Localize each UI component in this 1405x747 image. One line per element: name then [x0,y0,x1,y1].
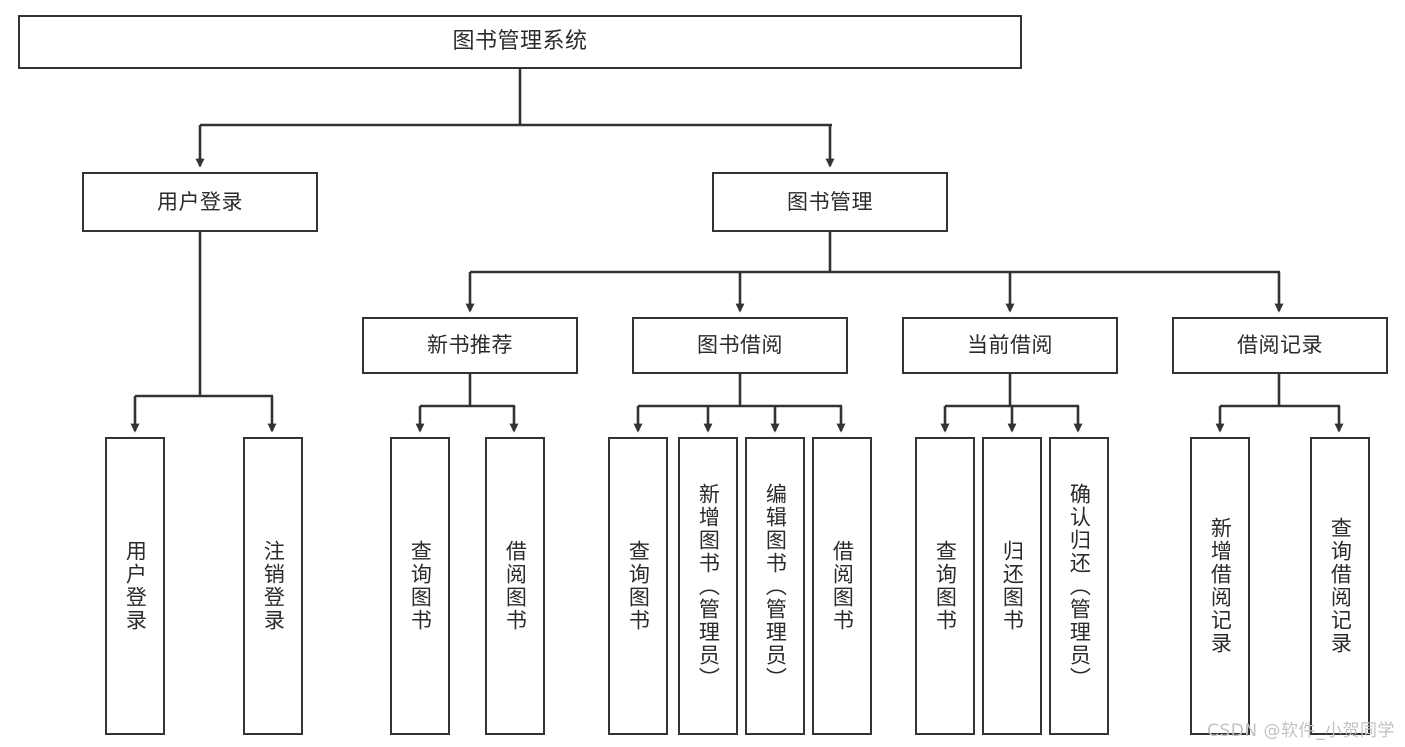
connectors-userlogin-to-leaves [130,232,277,433]
node-leaf-user-login[interactable]: 用户登录 [105,437,165,735]
node-leaf-borrow-book-1[interactable]: 借阅图书 [485,437,545,735]
node-leaf-confirm-return[interactable]: 确认归还（管理员） [1049,437,1109,735]
node-label-book-borrow: 图书借阅 [697,333,783,358]
connectors-bookmanage-to-level3 [465,232,1284,313]
node-label-leaf-add-borrow-record: 新增借阅记录 [1208,517,1233,655]
node-borrow-record[interactable]: 借阅记录 [1172,317,1388,374]
node-label-leaf-query-borrow-record: 查询借阅记录 [1328,517,1353,655]
node-label-leaf-query-book-1: 查询图书 [408,540,433,632]
node-label-leaf-query-book-3: 查询图书 [933,540,958,632]
node-leaf-add-book[interactable]: 新增图书（管理员） [678,437,738,735]
node-label-borrow-record: 借阅记录 [1237,333,1323,358]
connectors-borrowrecord-to-leaves [1215,374,1344,433]
node-label-root: 图书管理系统 [452,29,588,55]
node-leaf-add-borrow-record[interactable]: 新增借阅记录 [1190,437,1250,735]
connectors-root-to-level2 [195,69,835,168]
node-book-manage[interactable]: 图书管理 [712,172,948,232]
node-current-borrow[interactable]: 当前借阅 [902,317,1118,374]
node-label-leaf-borrow-book-1: 借阅图书 [503,540,528,632]
node-label-leaf-user-login: 用户登录 [123,540,148,632]
node-label-leaf-return-book: 归还图书 [1000,540,1025,632]
node-user-login[interactable]: 用户登录 [82,172,318,232]
node-label-leaf-logout-login: 注销登录 [261,540,286,632]
node-leaf-query-book-3[interactable]: 查询图书 [915,437,975,735]
csdn-watermark: CSDN @软件_小贺同学 [1207,721,1395,741]
connectors-newbook-to-leaves [415,374,519,433]
node-leaf-edit-book[interactable]: 编辑图书（管理员） [745,437,805,735]
node-label-current-borrow: 当前借阅 [967,333,1053,358]
node-root-system[interactable]: 图书管理系统 [18,15,1022,69]
connectors-currentborrow-to-leaves [940,374,1083,433]
node-label-book-manage: 图书管理 [787,189,873,214]
node-leaf-query-borrow-record[interactable]: 查询借阅记录 [1310,437,1370,735]
node-label-leaf-edit-book: 编辑图书（管理员） [763,482,788,690]
connectors-bookborrow-to-leaves [633,374,846,433]
node-leaf-query-book-2[interactable]: 查询图书 [608,437,668,735]
node-leaf-borrow-book-2[interactable]: 借阅图书 [812,437,872,735]
node-leaf-return-book[interactable]: 归还图书 [982,437,1042,735]
node-label-leaf-add-book: 新增图书（管理员） [696,482,721,690]
node-leaf-logout-login[interactable]: 注销登录 [243,437,303,735]
node-leaf-query-book-1[interactable]: 查询图书 [390,437,450,735]
node-new-book-recommend[interactable]: 新书推荐 [362,317,578,374]
node-label-user-login: 用户登录 [157,189,243,214]
node-book-borrow[interactable]: 图书借阅 [632,317,848,374]
node-label-leaf-confirm-return: 确认归还（管理员） [1067,482,1092,690]
node-label-leaf-borrow-book-2: 借阅图书 [830,540,855,632]
node-label-leaf-query-book-2: 查询图书 [626,540,651,632]
node-label-new-book-recommend: 新书推荐 [427,333,513,358]
